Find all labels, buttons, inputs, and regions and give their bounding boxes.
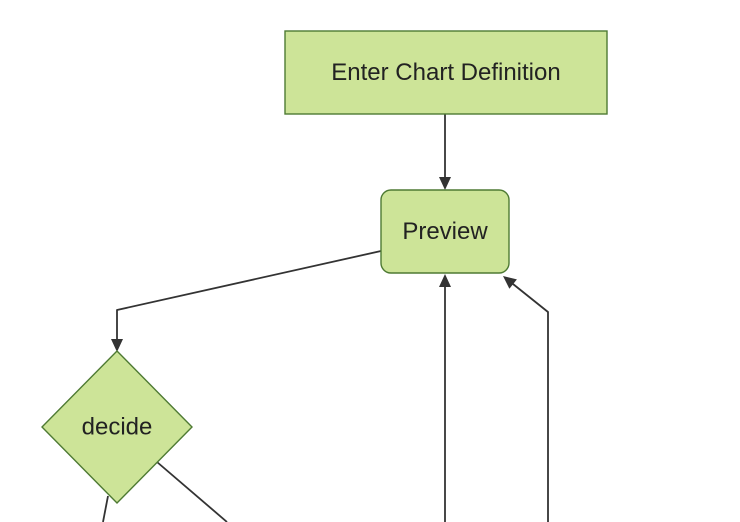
node-label: Preview xyxy=(402,218,488,245)
node-label: decide xyxy=(82,414,153,441)
edge-offscreen-right-to-preview xyxy=(503,276,549,522)
node-label: Enter Chart Definition xyxy=(331,59,560,86)
edge-line xyxy=(512,283,549,522)
edge-decide-to-offscreen-right xyxy=(156,461,228,522)
edge-offscreen-to-preview xyxy=(439,274,451,522)
arrowhead-down-icon xyxy=(439,177,451,190)
edge-decide-to-offscreen-left xyxy=(102,495,109,522)
arrowhead-down-icon xyxy=(111,339,123,352)
node-rounded-rectangle xyxy=(380,189,510,274)
edge-line xyxy=(156,461,228,522)
arrowhead-up-left-icon xyxy=(503,276,517,289)
node-diamond xyxy=(41,350,193,504)
edge-line xyxy=(116,250,382,340)
node-decide: decide xyxy=(41,350,193,504)
node-preview: Preview xyxy=(380,189,510,274)
edge-enter-to-preview xyxy=(439,114,451,190)
node-enter-chart-definition: Enter Chart Definition xyxy=(284,30,608,115)
arrowhead-up-icon xyxy=(439,274,451,287)
node-rectangle xyxy=(284,30,608,115)
edge-preview-to-decide xyxy=(111,250,382,352)
edge-line xyxy=(102,495,109,522)
